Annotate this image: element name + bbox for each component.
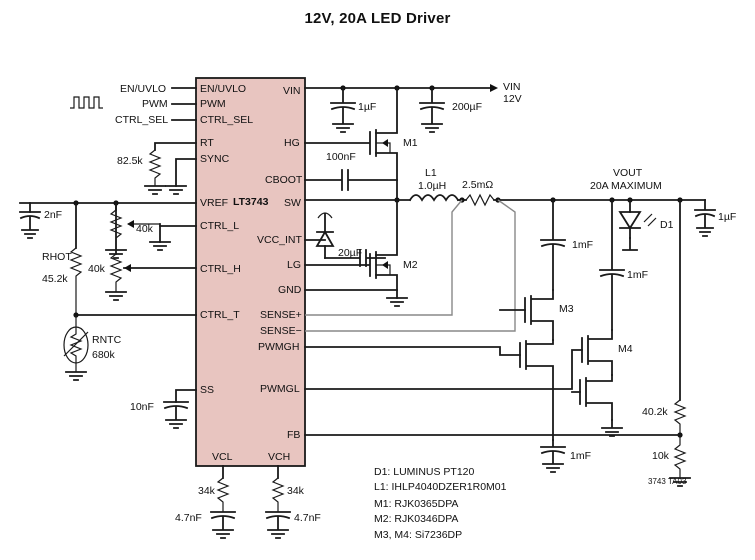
pin-ctrl-h: CTRL_H <box>200 263 241 275</box>
pin-vcl: VCL <box>212 451 233 463</box>
bom-line: M1: RJK0365DPA <box>374 498 458 510</box>
input-ctrl-sel-label: CTRL_SEL <box>115 114 168 126</box>
led-cap-value: 1µF <box>718 211 736 223</box>
rhot-ref: RHOT <box>42 251 72 263</box>
m3-mosfet-icon <box>519 289 554 441</box>
input-pwm-label: PWM <box>142 98 168 110</box>
fb-top-resistor <box>673 399 687 435</box>
ic-part-number: LT3743 <box>233 196 269 208</box>
ss-cap-value: 10nF <box>130 401 154 413</box>
vin-value: 12V <box>503 93 522 105</box>
m4-label: M4 <box>618 343 633 355</box>
vout-rating: 20A MAXIMUM <box>590 180 662 192</box>
pin-pwm: PWM <box>200 98 226 110</box>
vch-cap-value: 4.7nF <box>294 512 321 524</box>
ic-body <box>195 77 306 467</box>
led-d1-icon <box>618 211 642 230</box>
pwm-waveform-icon <box>70 96 103 109</box>
rhot-value: 45.2k <box>42 273 68 285</box>
vch-resistor-value: 34k <box>287 485 305 497</box>
vcl-resistor <box>216 477 230 512</box>
m2-label: M2 <box>403 259 418 271</box>
vch-resistor <box>271 477 285 512</box>
bom-line: M2: RJK0346DPA <box>374 513 458 525</box>
vcl-cap-value: 4.7nF <box>175 512 202 524</box>
pin-sw: SW <box>284 197 301 209</box>
vout-label: VOUT <box>613 167 643 179</box>
pin-ctrl-sel: CTRL_SEL <box>200 114 253 126</box>
boot-diode-icon <box>315 230 335 247</box>
pin-hg: HG <box>284 137 300 149</box>
input-en-uvlo-label: EN/UVLO <box>120 83 166 95</box>
rntc-ref: RNTC <box>92 334 122 346</box>
out-cap2-value: 1mF <box>627 269 648 281</box>
out-cap1-value: 1mF <box>572 239 593 251</box>
pin-gnd: GND <box>278 284 302 296</box>
m2-mosfet-icon <box>304 199 398 291</box>
ctrl-h-pot-value: 40k <box>88 263 106 275</box>
l1-value: 1.0µH <box>418 180 446 192</box>
fb-top-value: 40.2k <box>642 406 668 418</box>
figure-id: 3743 TA03 <box>648 477 687 486</box>
pin-lg: LG <box>287 259 301 271</box>
m1-mosfet-icon <box>304 87 398 201</box>
pin-sync: SYNC <box>200 153 230 165</box>
vin-cap2-value: 200µF <box>452 101 482 113</box>
pin-cboot: CBOOT <box>265 174 303 186</box>
pin-vch: VCH <box>268 451 290 463</box>
bom-line: D1: LUMINUS PT120 <box>374 466 475 478</box>
vcl-resistor-value: 34k <box>198 485 216 497</box>
pin-pwmgl: PWMGL <box>260 383 300 395</box>
pin-sense-plus: SENSE+ <box>260 309 302 321</box>
m1-label: M1 <box>403 137 418 149</box>
pin-vin: VIN <box>283 85 301 97</box>
rt-resistor-value: 82.5k <box>117 155 143 167</box>
pin-fb: FB <box>287 429 300 441</box>
pin-ctrl-l: CTRL_L <box>200 220 239 232</box>
rt-resistor <box>148 149 162 186</box>
vin-cap1-value: 1µF <box>358 101 376 113</box>
m3-label: M3 <box>559 303 574 315</box>
l1-ref: L1 <box>425 167 437 179</box>
pin-sense-minus: SENSE− <box>260 325 302 337</box>
sense-resistor <box>465 193 495 207</box>
fb-bot-resistor <box>673 435 687 478</box>
d1-label: D1 <box>660 219 674 231</box>
ctrl-l-pot-value: 40k <box>136 223 154 235</box>
l1-inductor-icon <box>408 194 460 202</box>
rntc-value: 680k <box>92 349 116 361</box>
pin-vcc-int: VCC_INT <box>257 234 303 246</box>
bom-list: D1: LUMINUS PT120 L1: IHLP4040DZER1R0M01… <box>374 466 507 541</box>
pin-vref: VREF <box>200 197 228 209</box>
vin-label: VIN <box>503 81 521 93</box>
m4-mosfet-icon <box>579 329 613 421</box>
diagram-title: 12V, 20A LED Driver <box>304 10 451 27</box>
pin-rt: RT <box>200 137 214 149</box>
sense-resistor-value: 2.5mΩ <box>462 179 493 191</box>
cboot-cap-value: 100nF <box>326 151 356 163</box>
fb-bot-value: 10k <box>652 450 670 462</box>
vref-cap-value: 2nF <box>44 209 62 221</box>
pin-ctrl-t: CTRL_T <box>200 309 240 321</box>
bom-line: M3, M4: Si7236DP <box>374 529 462 541</box>
out-cap3-value: 1mF <box>570 450 591 462</box>
pin-pwmgh: PWMGH <box>258 341 299 353</box>
pin-en-uvlo: EN/UVLO <box>200 83 246 95</box>
bom-line: L1: IHLP4040DZER1R0M01 <box>374 481 507 493</box>
vcc-cap-value: 20µF <box>338 247 362 259</box>
pin-ss: SS <box>200 384 214 396</box>
